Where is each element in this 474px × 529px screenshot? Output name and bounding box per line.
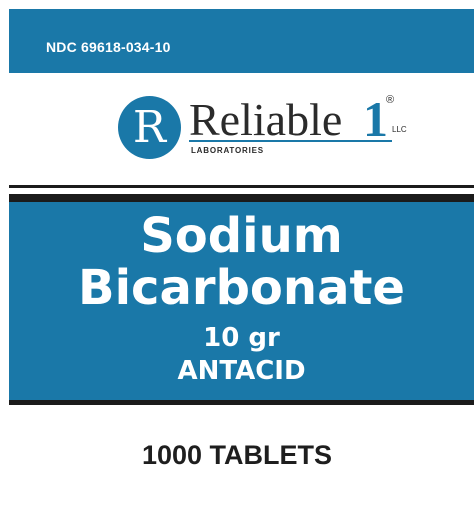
header-band bbox=[9, 9, 474, 73]
logo-brand-name: Reliable bbox=[189, 94, 343, 145]
logo-suffix: LLC bbox=[392, 125, 407, 134]
divider-thick bbox=[9, 194, 474, 202]
logo-brand-numeral: 1 bbox=[363, 91, 388, 147]
company-logo: R Reliable 1 ® LLC LABORATORIES bbox=[118, 91, 418, 160]
ndc-code: NDC 69618-034-10 bbox=[46, 39, 171, 55]
product-name-line1: Sodium bbox=[140, 208, 343, 264]
product-strength: 10 gr bbox=[203, 323, 280, 353]
divider-bottom bbox=[9, 400, 474, 405]
logo-underline bbox=[189, 140, 392, 142]
divider-thin bbox=[9, 185, 474, 188]
product-band: Sodium Bicarbonate 10 gr ANTACID bbox=[9, 202, 474, 400]
logo-monogram-icon: R bbox=[118, 96, 181, 159]
product-name-line2: Bicarbonate bbox=[78, 260, 405, 316]
registered-mark: ® bbox=[386, 94, 395, 106]
product-category: ANTACID bbox=[177, 356, 306, 386]
tablet-count: 1000 TABLETS bbox=[141, 440, 333, 470]
logo-subtitle: LABORATORIES bbox=[191, 146, 264, 155]
